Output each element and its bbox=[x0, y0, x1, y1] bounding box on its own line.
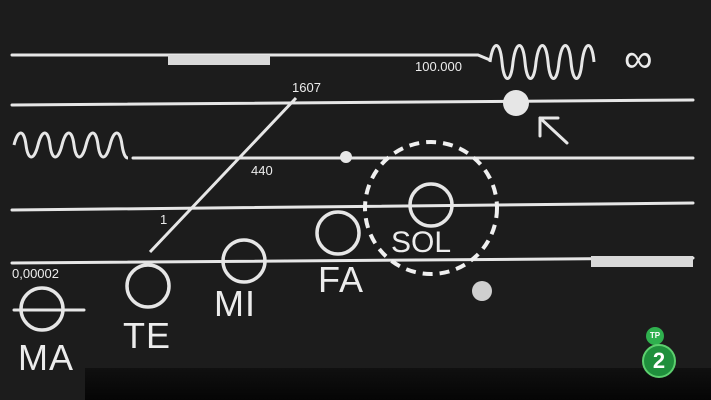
note-sol-label: SOL bbox=[391, 226, 452, 259]
note-ma-head bbox=[19, 286, 65, 332]
diagonal-line bbox=[148, 96, 298, 254]
note-ma-label: MA bbox=[18, 337, 74, 378]
note-mi-head bbox=[221, 238, 267, 284]
channel-logo: 2 bbox=[642, 344, 676, 378]
note-te-head bbox=[125, 263, 171, 309]
top-value-label: 100.000 bbox=[415, 59, 462, 74]
staff-bar-top bbox=[168, 55, 270, 65]
note-fa-label: FA bbox=[318, 259, 365, 300]
diag-top-label: 1607 bbox=[292, 80, 321, 95]
diag-mid-label: 440 bbox=[251, 163, 273, 178]
arrow-icon bbox=[538, 116, 569, 145]
staff-bar-right bbox=[591, 256, 693, 267]
wave-left bbox=[12, 131, 129, 160]
wave-right bbox=[488, 44, 596, 80]
infinity-symbol: ∞ bbox=[624, 37, 653, 81]
note-fa-head bbox=[315, 210, 361, 256]
big-dot-marker bbox=[503, 90, 529, 116]
note-sol-head bbox=[408, 182, 454, 228]
diag-low-label: 1 bbox=[160, 212, 168, 227]
staff-line-2 bbox=[10, 98, 695, 107]
note-te-label: TE bbox=[123, 315, 172, 356]
dot-marker bbox=[340, 151, 352, 163]
bottom-strip bbox=[85, 368, 711, 400]
tp-badge: TP bbox=[646, 327, 664, 345]
grey-dot bbox=[472, 281, 492, 301]
sol-highlight-circle bbox=[363, 140, 499, 276]
min-value-label: 0,00002 bbox=[12, 266, 59, 281]
note-mi-label: MI bbox=[214, 283, 256, 324]
staff-line-4 bbox=[10, 201, 695, 212]
staff-line-1 bbox=[10, 53, 492, 62]
staff-line-5 bbox=[10, 256, 695, 265]
